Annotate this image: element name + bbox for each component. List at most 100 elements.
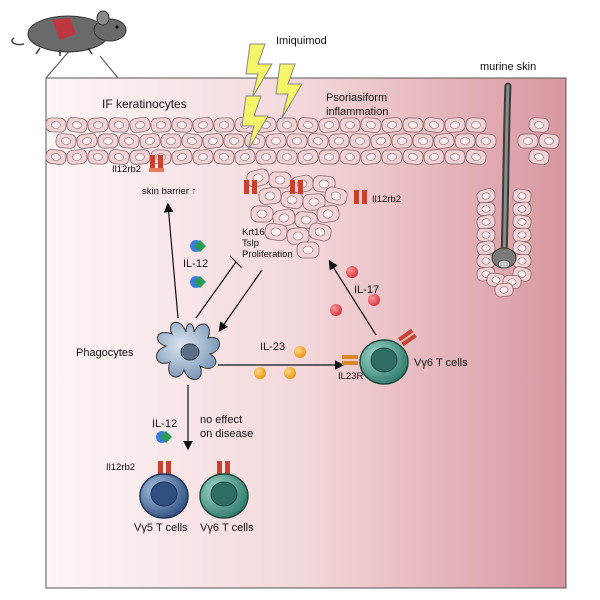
- no-effect-label: no effect: [200, 414, 242, 426]
- il23-label: IL-23: [260, 341, 286, 353]
- keratinocyte-cell: [45, 149, 67, 165]
- on-disease-label: on disease: [200, 428, 254, 440]
- keratinocyte-layer: [45, 116, 560, 166]
- pathway-arrows: [163, 202, 377, 451]
- keratinocyte-cell: [391, 133, 413, 149]
- keratinocyte-cell: [97, 133, 119, 149]
- keratinocyte-cell: [280, 190, 304, 210]
- keratinocyte-cell: [318, 117, 340, 133]
- keratinocyte-cell: [192, 149, 214, 165]
- keratinocyte-cell: [129, 149, 151, 165]
- keratinocyte-cell: [465, 149, 487, 165]
- keratinocyte-cell: [307, 132, 329, 150]
- keratinocyte-cell: [45, 117, 67, 133]
- keratinocyte-cell: [87, 117, 109, 133]
- skin-barrier-label: skin barrier ↑: [142, 186, 197, 197]
- keratinocyte-cell: [213, 149, 235, 165]
- keratinocyte-cell: [286, 133, 308, 149]
- keratinocyte-cell: [255, 149, 277, 165]
- keratinocyte-cell: [475, 133, 497, 149]
- keratinocyte-cell: [297, 117, 319, 133]
- keratinocyte-cell: [349, 133, 371, 149]
- keratinocyte-cell: [118, 133, 140, 149]
- keratinocyte-cell: [339, 117, 361, 133]
- keratinocyte-cell: [302, 193, 326, 211]
- keratinocyte-cell: [512, 188, 532, 204]
- keratinocyte-cell: [265, 133, 287, 149]
- keratinocyte-cell: [476, 188, 496, 204]
- keratinocyte-cell: [250, 205, 274, 223]
- keratinocyte-cell: [433, 132, 455, 150]
- keratinocyte-cell: [318, 149, 340, 165]
- keratinocyte-cell: [268, 171, 292, 189]
- vg5-label: Vγ5 T cells: [134, 522, 188, 534]
- il12-label-top: IL-12: [183, 258, 209, 270]
- murine-skin-label: murine skin: [480, 61, 537, 73]
- il12rb2-label-bottom: Il12rb2: [106, 462, 136, 473]
- phagocytes-label: Phagocytes: [76, 347, 134, 359]
- keratinocyte-cell: [423, 149, 445, 165]
- keratinocyte-cell: [139, 133, 161, 149]
- keratinocyte-cell: [512, 214, 532, 230]
- cytokine-dot-icon: [156, 240, 380, 443]
- keratinocyte-cell: [258, 187, 282, 205]
- keratinocyte-cell: [171, 148, 193, 166]
- keratinocyte-cell: [55, 133, 77, 149]
- t-cell-icon: [139, 473, 249, 519]
- keratinocyte-cell: [286, 227, 310, 245]
- keratinocyte-cell: [181, 133, 203, 149]
- keratinocyte-cell: [528, 117, 550, 133]
- il23r-label: IL23R: [338, 371, 364, 382]
- proliferation-label: Proliferation: [242, 248, 293, 260]
- vg6-label-bottom: Vγ6 T cells: [200, 522, 254, 534]
- vg6-label-right: Vγ6 T cells: [414, 357, 468, 369]
- il12rb2-label-left: Il12rb2: [112, 164, 142, 175]
- hair-follicle-icon: [476, 82, 532, 298]
- keratinocyte-cell: [412, 133, 434, 149]
- keratinocyte-cell: [213, 117, 235, 133]
- keratinocyte-cell: [528, 148, 550, 166]
- keratinocyte-cell: [517, 133, 539, 149]
- zoom-connector: [45, 49, 119, 79]
- keratinocyte-cell: [538, 133, 560, 149]
- imiquimod-label: Imiquimod: [276, 35, 327, 47]
- il12-label-bottom: IL-12: [152, 418, 178, 430]
- psoriasiform-label: Psoriasiform: [326, 92, 388, 104]
- keratinocyte-cell: [87, 149, 109, 165]
- keratinocyte-cell: [129, 116, 151, 134]
- keratinocyte-cell: [324, 186, 348, 206]
- keratinocyte-cell: [360, 149, 382, 165]
- inflammation-label: inflammation: [326, 106, 389, 118]
- keratinocyte-cell: [444, 117, 466, 133]
- t-cell-icon: [342, 328, 417, 385]
- keratinocyte-cell: [381, 149, 403, 165]
- keratinocyte-cell: [476, 202, 496, 216]
- keratinocyte-genes-label: Krt16 Tslp Proliferation: [242, 227, 293, 261]
- keratinocyte-cell: [444, 149, 466, 165]
- receptor-icon: [149, 155, 367, 475]
- if-keratinocytes-label: IF keratinocytes: [102, 97, 187, 111]
- keratinocyte-cell: [494, 282, 514, 298]
- il12rb2-label-right: Il12rb2: [372, 194, 402, 205]
- keratinocyte-cell: [308, 222, 332, 242]
- keratinocyte-cell: [328, 133, 350, 149]
- keratinocyte-cell: [454, 133, 476, 149]
- keratinocyte-cell: [402, 117, 424, 133]
- keratinocyte-cell: [108, 117, 130, 133]
- keratinocyte-cell: [192, 116, 214, 134]
- keratinocyte-cell: [66, 149, 88, 165]
- keratinocyte-cell: [276, 117, 298, 133]
- keratinocyte-cell: [264, 222, 288, 242]
- keratinocyte-cell: [476, 227, 496, 243]
- keratinocyte-cell: [160, 133, 182, 149]
- keratinocyte-cell: [296, 241, 320, 259]
- tslp-label: Tslp: [242, 237, 259, 249]
- keratinocyte-cell: [108, 148, 130, 166]
- keratinocyte-cell: [423, 117, 445, 133]
- keratinocyte-cell: [512, 227, 532, 243]
- keratinocyte-cell: [150, 117, 172, 133]
- dendritic-cell-icon: [156, 321, 220, 380]
- keratinocyte-cell: [223, 133, 245, 149]
